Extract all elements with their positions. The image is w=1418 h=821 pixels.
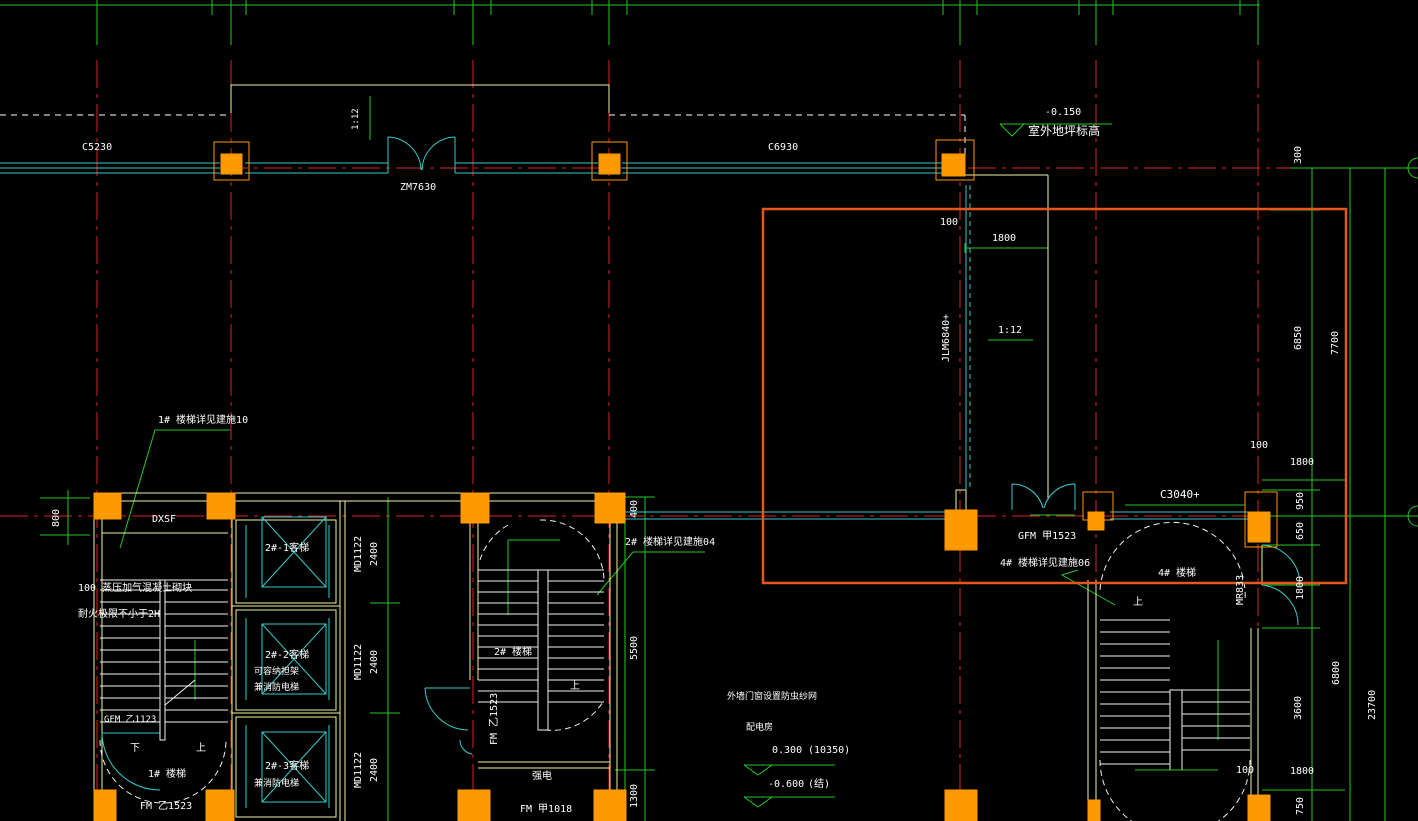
- dim-300: 300: [1293, 145, 1304, 164]
- axis-grid: [0, 60, 1300, 821]
- door-label-jlm: JLM6840+: [941, 313, 952, 362]
- dim-1800-top: 1800: [992, 233, 1017, 244]
- door-label-gfm-1523: GFM 甲1523: [1018, 531, 1077, 542]
- slope-label: 1:12: [351, 108, 361, 130]
- window-label-c3040: C3040+: [1160, 488, 1200, 501]
- elevator3-label: 2#-3客梯: [265, 761, 310, 772]
- outdoor-grade-label: 室外地坪标高: [1028, 124, 1101, 138]
- door-label-zm7630: ZM7630: [400, 182, 437, 193]
- stair1-down: 下: [130, 743, 140, 754]
- stair2-note: 2# 楼梯详见建施04: [625, 537, 716, 548]
- elevator1-label: 2#-1客梯: [265, 543, 310, 554]
- elevation-structure: (结): [808, 779, 831, 790]
- dim-6850: 6850: [1293, 325, 1304, 350]
- stair1-label: 1# 楼梯: [148, 769, 187, 780]
- door-label-fm-1018: FM 甲1018: [520, 804, 573, 815]
- dim-950: 950: [1295, 491, 1306, 510]
- dim-800: 800: [51, 508, 62, 527]
- dim-5500: 5500: [629, 635, 640, 660]
- dim-100-bottom: 100: [1236, 765, 1255, 776]
- dim-100-right: 100: [1250, 440, 1269, 451]
- dim-100-top: 100: [940, 217, 959, 228]
- outer-wall-note: 外墙门窗设置防虫纱网: [727, 692, 818, 702]
- elevator2-note-b: 兼消防电梯: [254, 683, 300, 693]
- room-label-power: 强电: [532, 771, 552, 782]
- dim-2400-a: 2400: [369, 541, 380, 566]
- dim-400: 400: [629, 499, 640, 518]
- slope-label-2: 1:12: [998, 325, 1023, 336]
- elevation-10350: (10350): [808, 745, 851, 756]
- door-label-md2: MD1122: [353, 643, 364, 680]
- door-label-mr: MR833: [1235, 574, 1246, 605]
- hidden-lines: [0, 114, 966, 160]
- stair2-label: 2# 楼梯: [494, 647, 533, 658]
- room-label-distribution: 配电房: [746, 723, 774, 733]
- stair1-up: 上: [196, 743, 206, 754]
- dim-3600: 3600: [1293, 695, 1304, 720]
- dim-1300: 1300: [629, 783, 640, 808]
- dim-1800-r1: 1800: [1290, 457, 1315, 468]
- door-label-md3: MD1122: [353, 751, 364, 788]
- elevation-0600: -0.600: [768, 779, 805, 790]
- wall-note-1: 100 蒸压加气混凝土砌块: [78, 583, 193, 594]
- stair-treads: [100, 569, 1250, 765]
- wall-note-2: 耐火极限不小于2H: [78, 609, 161, 620]
- dim-1800-v: 1800: [1295, 575, 1306, 600]
- window-label-c5230: C5230: [82, 142, 113, 153]
- dim-2400-c: 2400: [369, 757, 380, 782]
- dim-750: 750: [1295, 796, 1306, 815]
- stair2-up: 上: [570, 681, 580, 692]
- dim-1800-r2: 1800: [1290, 766, 1315, 777]
- elevator2-label: 2#-2客梯: [265, 650, 310, 661]
- dim-7700: 7700: [1330, 330, 1341, 355]
- stair4-label: 4# 楼梯: [1158, 568, 1197, 579]
- elevator-shafts: [261, 516, 327, 803]
- elevation-outdoor: -0.150: [1045, 107, 1082, 118]
- elevator3-note: 兼消防电梯: [254, 779, 300, 789]
- door-label-gfm-1123: GFM 乙1123: [104, 715, 157, 725]
- selection-rectangle[interactable]: [761, 207, 1348, 585]
- stair4-note: 4# 楼梯详见建施06: [1000, 558, 1091, 569]
- column-outlines: [213, 139, 1278, 548]
- windows: [0, 136, 1301, 808]
- dim-6800: 6800: [1331, 660, 1342, 685]
- dim-2400-b: 2400: [369, 649, 380, 674]
- stair1-note: 1# 楼梯详见建施10: [158, 415, 249, 426]
- elevation-0300: 0.300: [772, 745, 803, 756]
- dim-23700: 23700: [1367, 689, 1378, 720]
- door-label-fm-1523-b: FM 乙1523: [489, 692, 500, 745]
- stair4-up: 上: [1133, 597, 1143, 608]
- walls: [93, 84, 1263, 821]
- window-label-c6930: C6930: [768, 142, 799, 153]
- door-label-fm-1523: FM 乙1523: [140, 801, 193, 812]
- room-label-dxsf: DXSF: [152, 514, 177, 525]
- door-label-md1: MD1122: [353, 535, 364, 572]
- elevator2-note-a: 可容纳担架: [254, 667, 300, 677]
- dim-650: 650: [1295, 521, 1306, 540]
- columns: [93, 153, 1271, 821]
